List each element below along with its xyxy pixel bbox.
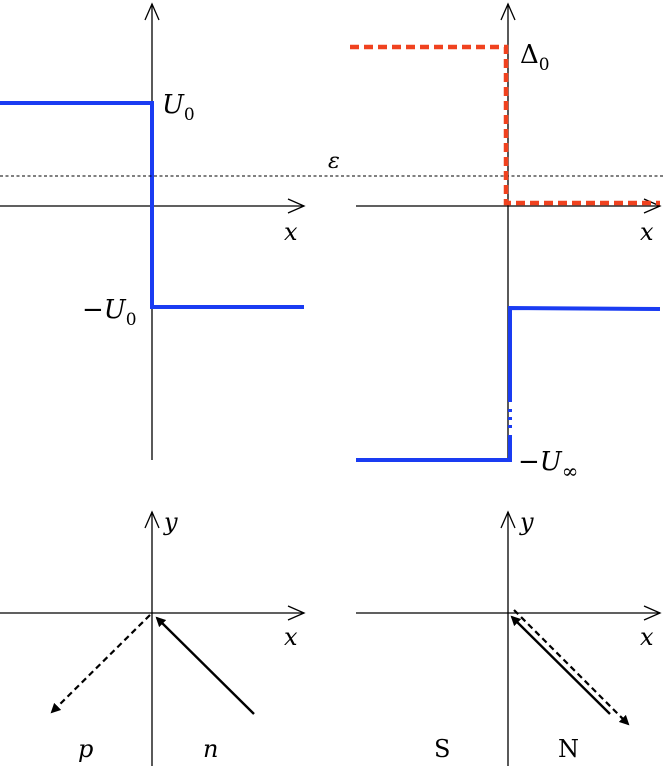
top-right-vertical-arrowhead bbox=[500, 2, 516, 21]
reflected-vector-N bbox=[513, 609, 630, 726]
bottom-left-x-arrowhead bbox=[287, 605, 306, 621]
region-label-S: S bbox=[434, 735, 450, 763]
bottom-right-y-label: y bbox=[519, 508, 534, 536]
top-right-panel: Δ0 −U∞ x bbox=[350, 2, 662, 483]
top-left-potential-step bbox=[0, 101, 304, 309]
top-left-panel: U0 −U0 x bbox=[0, 2, 306, 460]
top-right-x-label: x bbox=[640, 218, 654, 246]
top-left-vertical-arrowhead bbox=[144, 2, 160, 21]
top-right-potential-low bbox=[356, 435, 512, 462]
label-delta0: Δ0 bbox=[520, 40, 550, 75]
top-right-gap-step bbox=[350, 44, 660, 206]
region-label-p: p bbox=[78, 735, 93, 763]
top-left-x-label: x bbox=[284, 218, 298, 246]
incident-vector-N bbox=[510, 615, 611, 715]
bottom-left-panel: y x p n bbox=[0, 508, 306, 766]
region-label-N: N bbox=[558, 735, 579, 763]
label-minus-Uinf-subscript: ∞ bbox=[562, 459, 579, 483]
top-left-x-arrowhead bbox=[287, 198, 306, 214]
bottom-right-y-arrowhead bbox=[500, 510, 516, 529]
label-minus-Uinf: −U∞ bbox=[518, 447, 578, 483]
label-minus-U0-subscript: 0 bbox=[126, 310, 137, 330]
label-U0: U0 bbox=[162, 90, 195, 125]
bottom-right-panel: y x S N bbox=[356, 508, 662, 766]
label-U0-subscript: 0 bbox=[184, 105, 195, 125]
top-right-potential-high bbox=[508, 305, 661, 402]
bottom-left-y-arrowhead bbox=[144, 510, 160, 529]
energy-label: ε bbox=[328, 149, 340, 174]
label-delta0-subscript: 0 bbox=[539, 55, 550, 75]
bottom-left-x-label: x bbox=[284, 623, 298, 651]
bottom-right-x-arrowhead bbox=[643, 605, 662, 621]
bottom-left-y-label: y bbox=[163, 508, 178, 536]
bottom-right-x-label: x bbox=[640, 623, 654, 651]
incident-vector-n bbox=[155, 616, 255, 715]
reflected-vector-p bbox=[50, 614, 151, 714]
region-label-n: n bbox=[203, 735, 218, 763]
label-minus-U0: −U0 bbox=[82, 295, 137, 330]
